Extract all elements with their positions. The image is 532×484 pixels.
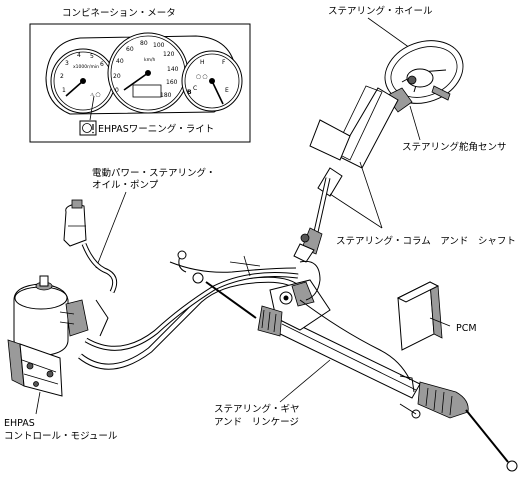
- svg-text:H: H: [200, 59, 205, 66]
- steering-wheel: ステアリング・ホイール: [328, 5, 464, 104]
- ehpas-module-label-line2: コントロール・モジュール: [4, 431, 118, 442]
- ehpas-control-module: EHPAS コントロール・モジュール: [4, 391, 118, 442]
- hydraulic-lines: [78, 250, 303, 370]
- steering-column-shaft-label: ステアリング・コラム アンド シャフト: [336, 235, 516, 247]
- svg-text:120: 120: [163, 51, 175, 58]
- steering-gear-label-line1: ステアリング・ギヤ: [214, 403, 300, 415]
- svg-text:x1000r/min: x1000r/min: [73, 64, 99, 70]
- electric-pump-label-line1: 電動パワー・ステアリング・: [92, 167, 216, 179]
- svg-text:◯ ◯: ◯ ◯: [196, 74, 208, 80]
- steering-angle-sensor: ステアリング舵角センサ: [385, 87, 507, 153]
- steering-gear-and-linkage: ステアリング・ギヤ アンド リンケージ: [192, 260, 518, 472]
- tachometer-gauge: 1 23 4 56 x1000r/min ⚠ ◯: [50, 48, 116, 114]
- steering-column-and-shaft: ステアリング・コラム アンド シャフト: [293, 85, 516, 263]
- combination-meter: コンビネーション・メータ 1 23 4 56 x1000r/min ⚠ ◯ 0 20 4…: [29, 8, 251, 143]
- svg-text:B: B: [187, 89, 192, 96]
- svg-text:⚠ ◯: ⚠ ◯: [90, 92, 101, 98]
- steering-gear-label-line2: アンド リンケージ: [214, 417, 299, 428]
- pcm-unit: PCM: [396, 281, 477, 351]
- svg-text:km/h: km/h: [144, 57, 156, 63]
- ehpas-warning-light-label: EHPASワーニング・ライト: [98, 123, 214, 135]
- svg-text:E: E: [225, 87, 229, 94]
- svg-text:0: 0: [115, 87, 119, 94]
- electric-power-steering-oil-pump: 電動パワー・ステアリング・ オイル・ポンプ: [7, 167, 216, 397]
- svg-text:4: 4: [77, 52, 81, 59]
- svg-text:100: 100: [153, 42, 165, 49]
- svg-text:80: 80: [140, 40, 148, 47]
- steering-angle-sensor-label: ステアリング舵角センサ: [402, 141, 507, 153]
- combination-meter-label: コンビネーション・メータ: [62, 8, 176, 19]
- svg-text:1: 1: [62, 87, 66, 94]
- ehpas-module-label-line1: EHPAS: [4, 418, 35, 429]
- svg-text:2: 2: [60, 73, 64, 80]
- fuel-temp-gauge: H F C E ◯ ◯ B: [181, 50, 243, 112]
- svg-text:140: 140: [167, 66, 179, 73]
- svg-text:F: F: [222, 59, 226, 66]
- electric-pump-label-line2: オイル・ポンプ: [92, 180, 159, 191]
- svg-text:180: 180: [160, 92, 172, 99]
- svg-text:3: 3: [65, 60, 69, 67]
- svg-text:C: C: [193, 85, 197, 92]
- speedometer-gauge: 0 20 40 60 80 100 120 140 160 180 km/h: [107, 32, 189, 114]
- svg-text:6: 6: [100, 61, 104, 68]
- svg-text:5: 5: [90, 53, 94, 60]
- ehpas-warning-light-icon: [79, 120, 97, 136]
- svg-text:60: 60: [126, 46, 134, 53]
- svg-text:20: 20: [113, 73, 121, 80]
- svg-text:40: 40: [116, 58, 124, 65]
- svg-text:160: 160: [166, 79, 178, 86]
- steering-wheel-label: ステアリング・ホイール: [328, 5, 433, 17]
- pcm-label: PCM: [456, 323, 477, 334]
